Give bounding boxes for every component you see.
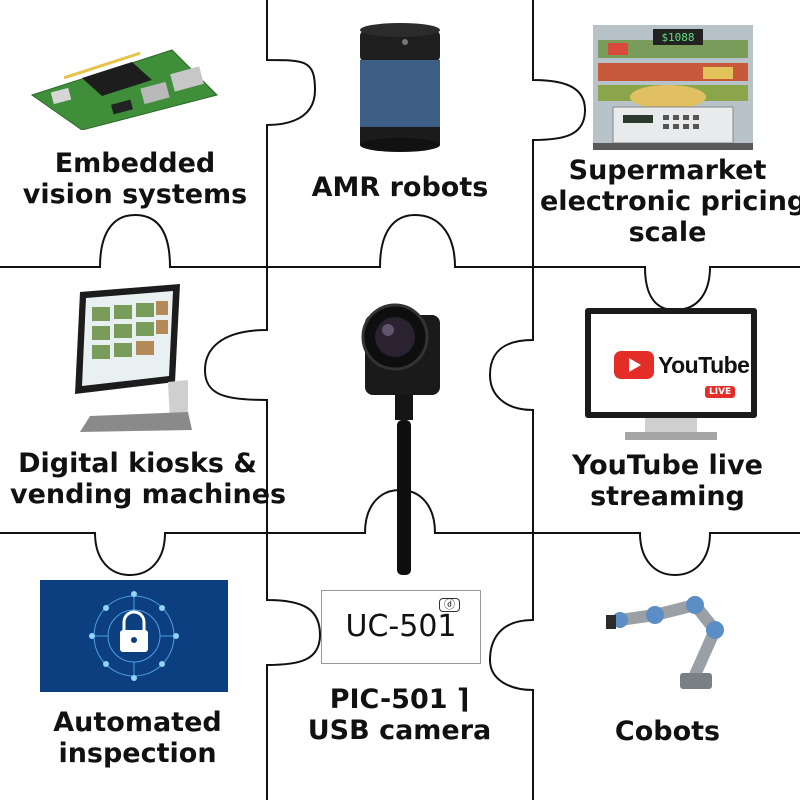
kiosk-icon [75, 284, 192, 432]
live-badge: LIVE [705, 386, 736, 398]
circuit-board-icon [30, 49, 218, 130]
youtube-word: YouTube [658, 352, 750, 378]
amr-robots-label: AMR robots [311, 172, 489, 203]
youtube-streaming-label: YouTube live streaming [572, 450, 763, 512]
pricing-scale-icon: $1088 [593, 25, 753, 150]
usb-camera-label: PIC-501 ⌉ USB camera [307, 684, 492, 746]
youtube-logo: YouTube LIVE [614, 348, 750, 404]
padlock-network-icon [40, 580, 228, 692]
inspection-label: Automated inspection [53, 707, 222, 769]
product-box-mini: ⓓ [439, 598, 460, 612]
product-box-text: UC-501 [345, 609, 457, 644]
play-icon [614, 351, 654, 379]
product-box: UC-501 ⓓ [321, 590, 481, 664]
svg-text:$1088: $1088 [661, 31, 694, 44]
usb-camera-icon [361, 303, 440, 575]
embedded-vision-label: Embedded vision systems [22, 148, 248, 210]
robot-arm-icon [606, 596, 724, 689]
kiosk-label: Digital kiosks & vending machines [10, 448, 287, 510]
cobots-label: Cobots [614, 716, 721, 747]
supermarket-scale-label: Supermarket electronic pricing scale [540, 155, 800, 248]
cylinder-camera-icon [360, 23, 440, 152]
